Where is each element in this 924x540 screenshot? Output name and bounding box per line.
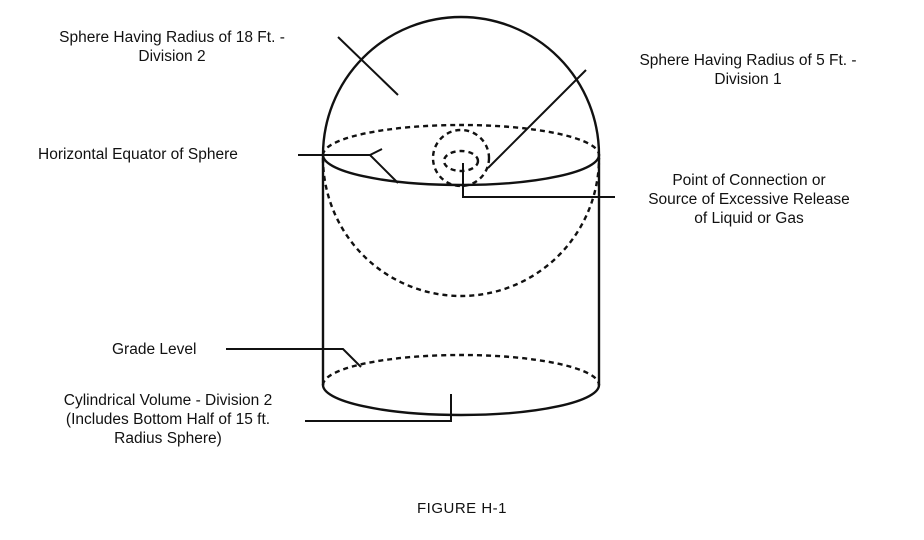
hemisphere-outline xyxy=(321,15,601,157)
lower-sphere-dashed xyxy=(321,157,601,298)
grade-ellipse-front xyxy=(321,383,601,417)
small-sphere-outer xyxy=(431,128,491,188)
label-sphere-5ft: Sphere Having Radius of 5 Ft. - Division… xyxy=(639,52,857,88)
figure-caption: FIGURE H-1 xyxy=(416,500,507,517)
leader-grade xyxy=(226,348,362,368)
leader-source xyxy=(462,163,615,198)
grade-ellipse-back-dashed xyxy=(321,353,601,386)
label-horizontal-equator: Horizontal Equator of Sphere xyxy=(38,146,238,163)
label-cylindrical-volume: Cylindrical Volume - Division 2 (Include… xyxy=(63,392,273,447)
leader-sphere5 xyxy=(487,69,587,169)
equator-back-dashed xyxy=(321,123,601,156)
label-release-source: Point of Connection or Source of Excessi… xyxy=(648,172,850,227)
leader-sphere18 xyxy=(337,36,399,96)
small-sphere-inner xyxy=(442,149,480,173)
leader-cylinder xyxy=(305,394,452,422)
label-sphere-18ft: Sphere Having Radius of 18 Ft. - Divisio… xyxy=(59,29,285,65)
leader-equator-2 xyxy=(369,148,383,156)
label-grade-level: Grade Level xyxy=(112,341,197,358)
equator-front xyxy=(321,153,601,187)
